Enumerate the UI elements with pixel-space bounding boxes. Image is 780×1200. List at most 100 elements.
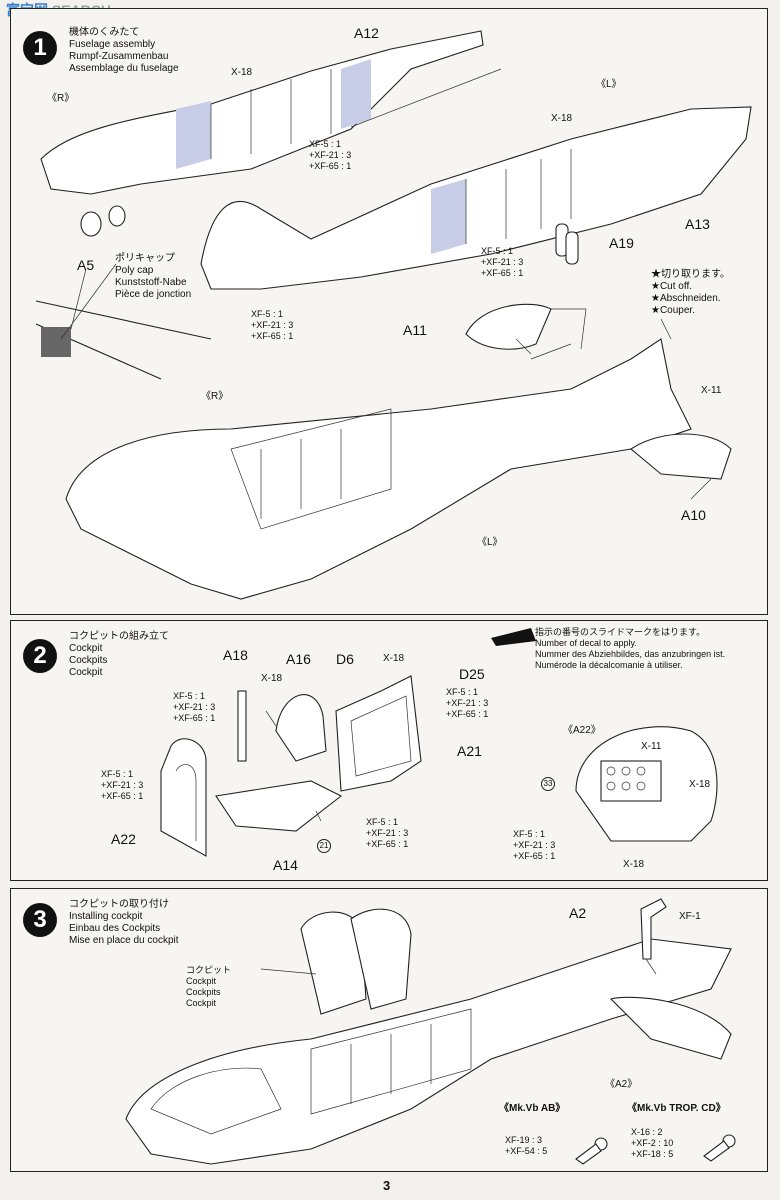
label-a16: A16: [286, 651, 311, 667]
part-a2: [640, 898, 667, 960]
paint-callout-2: XF-5 : 1 +XF-21 : 3 +XF-65 : 1: [481, 246, 523, 279]
step3-title-block: コクピットの取り付け Installing cockpit Einbau des…: [69, 899, 179, 947]
decal-note: 指示の番号のスライドマークをはります。 Number of decal to a…: [535, 627, 725, 671]
label-a18: A18: [223, 647, 248, 663]
paint1-line1: XF-5 : 1: [309, 139, 342, 149]
paint-c-1: XF-5 : 1: [101, 769, 134, 779]
decal-note-en: Number of decal to apply.: [535, 638, 637, 648]
paint-b-2: +XF-21 : 3: [446, 698, 489, 708]
step1-number: 1: [23, 31, 57, 65]
paint-e-1: XF-5 : 1: [513, 829, 546, 839]
part-a11: [465, 303, 552, 350]
polycap-jp: ポリキャップ: [115, 253, 175, 264]
cutoff-de: ★Abschneiden.: [651, 293, 721, 304]
step2-panel: 2 コクピットの組み立て Cockpit Cockpits Cockpit 指示…: [10, 620, 768, 881]
step2-title-jp: コクピットの組み立て: [69, 631, 169, 642]
paint-callout-d: XF-5 : 1 +XF-21 : 3 +XF-65 : 1: [366, 817, 408, 850]
paint-e-3: +XF-65 : 1: [513, 851, 556, 861]
part-a19-2: [565, 231, 579, 265]
paint-b-3: +XF-65 : 1: [446, 709, 489, 719]
step3-drawing: [125, 898, 736, 1165]
polycap-fr: Pièce de jonction: [115, 289, 192, 300]
paint2-line1: XF-5 : 1: [481, 246, 514, 256]
paint-d-1: XF-5 : 1: [366, 817, 399, 827]
paint-c-2: +XF-21 : 3: [101, 780, 144, 790]
cutoff-en: ★Cut off.: [651, 281, 693, 292]
paint-a-2: +XF-21 : 3: [173, 702, 216, 712]
label-d25: D25: [459, 666, 485, 682]
paint1-line2: +XF-21 : 3: [309, 150, 352, 160]
step2-title-block: コクピットの組み立て Cockpit Cockpits Cockpit: [69, 631, 169, 679]
step1-drawing: [35, 30, 752, 600]
paint-v1-2: +XF-54 : 5: [505, 1146, 548, 1156]
label-a2-view: 《A2》: [605, 1079, 638, 1090]
paint-c-3: +XF-65 : 1: [101, 791, 144, 801]
paint3-line2: +XF-21 : 3: [251, 320, 294, 330]
part-a10: [630, 433, 732, 480]
paint-b-1: XF-5 : 1: [446, 687, 479, 697]
label-variant1: 《Mk.Vb AB》: [499, 1103, 566, 1114]
paint-a-3: +XF-65 : 1: [173, 713, 216, 723]
step3-panel: 3 コクピットの取り付け Installing cockpit Einbau d…: [10, 888, 768, 1172]
cockpit-label-de: Cockpits: [186, 987, 221, 997]
step2-title-de: Cockpits: [69, 655, 108, 666]
label-variant2: 《Mk.Vb TROP. CD》: [627, 1103, 726, 1114]
step1-title-fr: Assemblage du fuselage: [69, 63, 179, 74]
paint3-line3: +XF-65 : 1: [251, 331, 294, 341]
paint1-line3: +XF-65 : 1: [309, 161, 352, 171]
part-a14: [215, 780, 343, 832]
step3-title-fr: Mise en place du cockpit: [69, 935, 179, 946]
part-a16: [275, 694, 327, 762]
paint-v1-1: XF-19 : 3: [505, 1135, 543, 1145]
paint-e-2: +XF-21 : 3: [513, 840, 556, 850]
cutoff-note: ★切り取ります。 ★Cut off. ★Abschneiden. ★Couper…: [651, 269, 730, 317]
label-a22-view: 《A22》: [563, 725, 601, 736]
decal-33: 33: [541, 777, 555, 791]
step1-panel: 1 機体のくみたて Fuselage assembly Rumpf-Zusamm…: [10, 8, 768, 615]
label-x18-c: X-18: [689, 779, 711, 790]
label-a19: A19: [609, 235, 634, 251]
label-d6: D6: [336, 651, 354, 667]
decal-note-fr: Numérode la décalcomanie à utiliser.: [535, 660, 683, 670]
label-x11-view: X-11: [641, 741, 662, 752]
label-a12: A12: [354, 25, 379, 41]
paint2-line3: +XF-65 : 1: [481, 268, 524, 278]
label-x18-d: X-18: [623, 859, 645, 870]
step3-number: 3: [23, 903, 57, 937]
fuselage-step3: [125, 938, 732, 1165]
step2-title-en: Cockpit: [69, 643, 103, 654]
fuselage-assembled: [65, 338, 692, 600]
step2-number: 2: [23, 639, 57, 673]
paint-callout-3: XF-5 : 1 +XF-21 : 3 +XF-65 : 1: [251, 309, 293, 342]
paint-callout-b: XF-5 : 1 +XF-21 : 3 +XF-65 : 1: [446, 687, 488, 720]
label-a11: A11: [403, 322, 427, 338]
paint-callout-1: XF-5 : 1 +XF-21 : 3 +XF-65 : 1: [309, 139, 351, 172]
cutoff-jp: ★切り取ります。: [651, 269, 730, 280]
label-r-mid: 《R》: [201, 391, 229, 402]
decal-21: 21: [317, 839, 331, 853]
label-r-top: 《R》: [47, 93, 75, 104]
label-x18-b: X-18: [261, 673, 283, 684]
cockpit-label-fr: Cockpit: [186, 998, 217, 1008]
label-l-top: 《L》: [596, 79, 622, 90]
decal-note-de: Nummer des Abziehbildes, das anzubringen…: [535, 649, 726, 659]
paint-variant1: XF-19 : 3 +XF-54 : 5: [505, 1135, 547, 1157]
paint-d-2: +XF-21 : 3: [366, 828, 409, 838]
paint-callout-a: XF-5 : 1 +XF-21 : 3 +XF-65 : 1: [173, 691, 215, 724]
step2-drawing: [160, 628, 718, 857]
label-xf1: XF-1: [679, 911, 701, 922]
page-number: 3: [383, 1178, 391, 1193]
step3-title-en: Installing cockpit: [69, 911, 143, 922]
cockpit-label-en: Cockpit: [186, 976, 217, 986]
cockpit-label-jp: コクピット: [186, 965, 232, 975]
step3-title-jp: コクピットの取り付け: [69, 899, 169, 910]
paint2-line2: +XF-21 : 3: [481, 257, 524, 267]
fuselage-half-left: [200, 106, 752, 290]
paint-v2-3: +XF-18 : 5: [631, 1149, 674, 1159]
step1-title-en: Fuselage assembly: [69, 39, 156, 50]
paint-variant2: X-16 : 2 +XF-2 : 10 +XF-18 : 5: [631, 1127, 673, 1160]
part-a21: [335, 675, 422, 792]
step2-title-fr: Cockpit: [69, 667, 103, 678]
label-a13: A13: [685, 216, 710, 232]
label-x18-a: X-18: [383, 653, 405, 664]
